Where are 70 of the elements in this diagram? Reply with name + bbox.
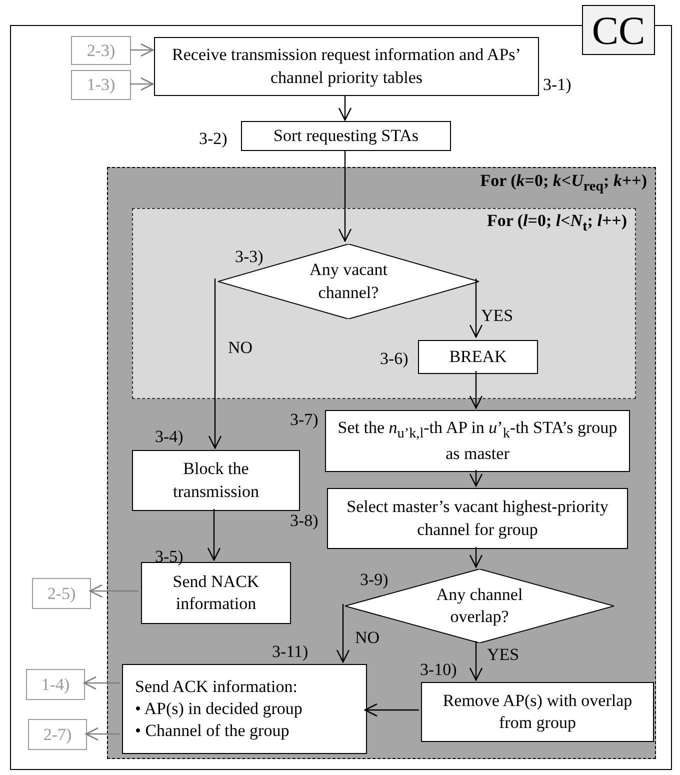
process-box bbox=[421, 682, 654, 742]
arrow bbox=[85, 727, 120, 741]
arrow bbox=[469, 547, 483, 568]
step-text: Any channel overlap? bbox=[435, 584, 524, 628]
reference-box bbox=[26, 669, 85, 700]
step-reference: 2-5) bbox=[47, 584, 76, 604]
loop-condition: For (k=0; k<U$_{req}$; k++) bbox=[480, 171, 647, 196]
arrow bbox=[469, 470, 483, 487]
step-number: 3-9) bbox=[360, 570, 388, 590]
decision-diamond bbox=[218, 244, 479, 319]
step-number: 3-8) bbox=[290, 511, 318, 531]
loop-condition: For (l=0; l<N$_{t}$; l++) bbox=[486, 211, 627, 236]
loop-region bbox=[107, 167, 656, 759]
process-box bbox=[325, 410, 630, 472]
step-reference: 2-7) bbox=[43, 724, 72, 744]
step-text: Remove AP(s) with overlap from group bbox=[442, 690, 634, 734]
step-text: Send NACK information bbox=[172, 570, 260, 615]
step-reference: 1-3) bbox=[86, 75, 116, 95]
process-box bbox=[327, 488, 628, 549]
reference-box bbox=[71, 70, 131, 100]
arrow bbox=[208, 278, 222, 449]
loop-region bbox=[132, 208, 636, 399]
step-number: 3-10) bbox=[420, 660, 457, 680]
edge-label: YES bbox=[481, 306, 514, 326]
arrow bbox=[89, 584, 139, 598]
arrow bbox=[469, 371, 483, 409]
process-box bbox=[122, 664, 367, 754]
decision-diamond bbox=[345, 569, 614, 643]
step-number: 3-6) bbox=[380, 349, 408, 369]
arrow bbox=[469, 641, 483, 681]
step-text: • AP(s) in decided group bbox=[135, 698, 304, 720]
arrow bbox=[130, 43, 154, 57]
edge-label: NO bbox=[228, 338, 253, 358]
arrow bbox=[338, 150, 352, 242]
step-number: 3-1) bbox=[543, 75, 572, 95]
arrow bbox=[338, 95, 352, 121]
step-number: 3-5) bbox=[155, 547, 184, 567]
edge-label: NO bbox=[355, 628, 380, 648]
arrow bbox=[207, 509, 221, 561]
step-text: Set the n$_{u’k,l}$-th AP in u’$_{k}$-th STA’s group as master bbox=[336, 417, 618, 465]
process-box bbox=[241, 121, 451, 151]
arrow bbox=[364, 703, 419, 717]
arrow bbox=[130, 77, 154, 91]
reference-box bbox=[71, 36, 131, 65]
step-text: Block the transmission bbox=[172, 458, 260, 502]
step-text: Sort requesting STAs bbox=[273, 124, 419, 147]
step-reference: 1-4) bbox=[41, 674, 70, 694]
step-text: Select master’s vacant highest-priority channel for group bbox=[346, 496, 610, 541]
arrow bbox=[336, 604, 350, 663]
step-number: 3-11) bbox=[272, 642, 308, 662]
process-box bbox=[132, 450, 300, 511]
step-text: BREAK bbox=[449, 346, 507, 368]
reference-box bbox=[32, 578, 91, 609]
step-text: • Channel of the group bbox=[135, 720, 290, 742]
step-reference: 2-3) bbox=[86, 40, 116, 60]
process-box bbox=[418, 340, 538, 374]
step-number: 3-4) bbox=[155, 427, 184, 447]
step-text: Send ACK information: bbox=[135, 676, 298, 698]
step-number: 3-2) bbox=[199, 129, 228, 149]
step-text: Any vacant channel? bbox=[308, 259, 388, 304]
entity-label: CC bbox=[592, 6, 646, 54]
reference-box bbox=[28, 719, 87, 750]
process-box bbox=[154, 37, 539, 96]
arrow bbox=[83, 676, 120, 690]
step-number: 3-7) bbox=[290, 410, 318, 430]
entity-tab bbox=[582, 5, 655, 55]
step-text: Receive transmission request information and APs’ channel priority tables bbox=[171, 44, 522, 89]
arrow bbox=[469, 278, 483, 338]
edge-label: YES bbox=[487, 645, 520, 665]
step-number: 3-3) bbox=[235, 247, 264, 267]
